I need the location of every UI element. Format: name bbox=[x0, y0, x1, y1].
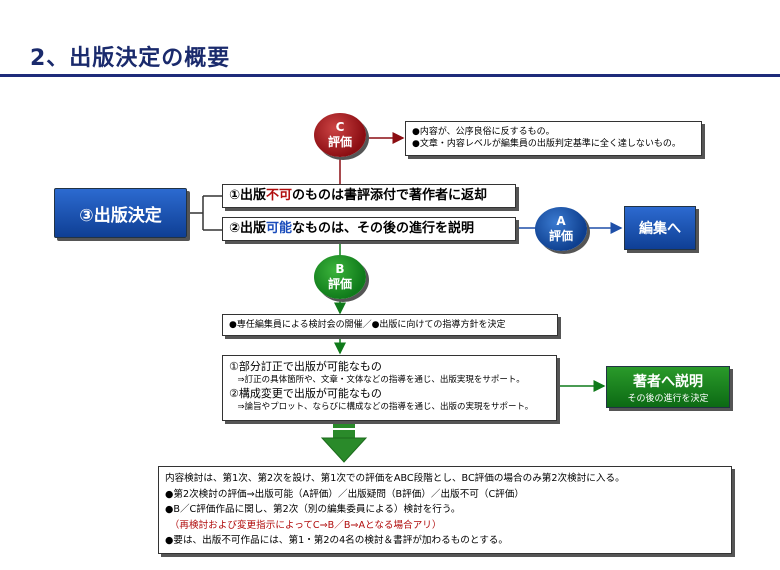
c-evaluation-circle: C 評価 bbox=[314, 113, 366, 157]
case-1: ①部分訂正で出版が可能なもの bbox=[229, 360, 382, 373]
page-title: 2、出版決定の概要 bbox=[30, 46, 231, 71]
a-letter: A bbox=[556, 214, 566, 228]
case-2-detail: ⇒論旨やプロット、ならびに構成などの指導を通じ、出版の実現をサポート。 bbox=[229, 402, 534, 412]
option2-highlight: 可能 bbox=[266, 221, 293, 236]
author-title: 著者へ説明 bbox=[633, 373, 703, 390]
b-letter: B bbox=[335, 262, 345, 276]
case-2: ②構成変更で出版が可能なもの bbox=[229, 387, 382, 400]
a-evaluation-circle: A 評価 bbox=[535, 207, 587, 251]
c-label: 評価 bbox=[327, 135, 352, 149]
note-5: ●要は、出版不可作品には、第1・第2の4名の検討＆書評が加わるものとする。 bbox=[165, 535, 508, 547]
a-label: 評価 bbox=[548, 229, 573, 243]
c-letter: C bbox=[335, 120, 345, 134]
option-reject: ①出版不可のものは書評添付で著作者に返却 bbox=[222, 184, 516, 208]
c-note-1: ●内容が、公序良俗に反するもの。 bbox=[412, 127, 555, 137]
option2-post: なものは、その後の進行を説明 bbox=[292, 221, 475, 236]
big-down-arrow bbox=[320, 424, 368, 463]
b-evaluation-circle: B 評価 bbox=[314, 255, 366, 299]
case-1-detail: ⇒訂正の具体箇所や、文章・文体などの指導を通じ、出版実現をサポート。 bbox=[229, 375, 525, 385]
to-editing-box: 編集へ bbox=[624, 206, 696, 250]
option-explain: ②出版可能なものは、その後の進行を説明 bbox=[222, 217, 516, 241]
decision-box: ③出版決定 bbox=[54, 188, 187, 238]
option2-pre: ②出版 bbox=[229, 221, 267, 236]
option1-highlight: 不可 bbox=[266, 188, 293, 203]
publishable-cases-box: ①部分訂正で出版が可能なもの ⇒訂正の具体箇所や、文章・文体などの指導を通じ、出… bbox=[222, 355, 557, 421]
author-sub: その後の進行を決定 bbox=[627, 393, 709, 404]
explain-to-author-box: 著者へ説明 その後の進行を決定 bbox=[606, 366, 730, 408]
title-rule bbox=[0, 74, 780, 77]
evaluation-notes-box: 内容検討は、第1次、第2次を設け、第1次での評価をABC段階とし、BC評価の場合… bbox=[158, 466, 732, 554]
note-1: 内容検討は、第1次、第2次を設け、第1次での評価をABC段階とし、BC評価の場合… bbox=[165, 473, 625, 484]
option1-post: のものは書評添付で著作者に返却 bbox=[292, 188, 488, 203]
option1-pre: ①出版 bbox=[229, 188, 267, 203]
c-note-2: ●文章・内容レベルが編集員の出版判定基準に全く達しないもの。 bbox=[412, 139, 681, 149]
c-notes-box: ●内容が、公序良俗に反するもの。 ●文章・内容レベルが編集員の出版判定基準に全く… bbox=[405, 121, 702, 156]
b-label: 評価 bbox=[327, 277, 352, 291]
review-meeting-box: ●専任編集員による検討会の開催／●出版に向けての指導方針を決定 bbox=[222, 314, 558, 336]
note-4: （再検討および変更指示によってC⇒B／B⇒Aとなる場合アリ） bbox=[165, 519, 442, 531]
note-2: ●第2次検討の評価⇒出版可能（A評価）／出版疑問（B評価）／出版不可（C評価） bbox=[165, 488, 524, 500]
note-3: ●B／C評価作品に関し、第2次（別の編集委員による）検討を行う。 bbox=[165, 504, 461, 516]
